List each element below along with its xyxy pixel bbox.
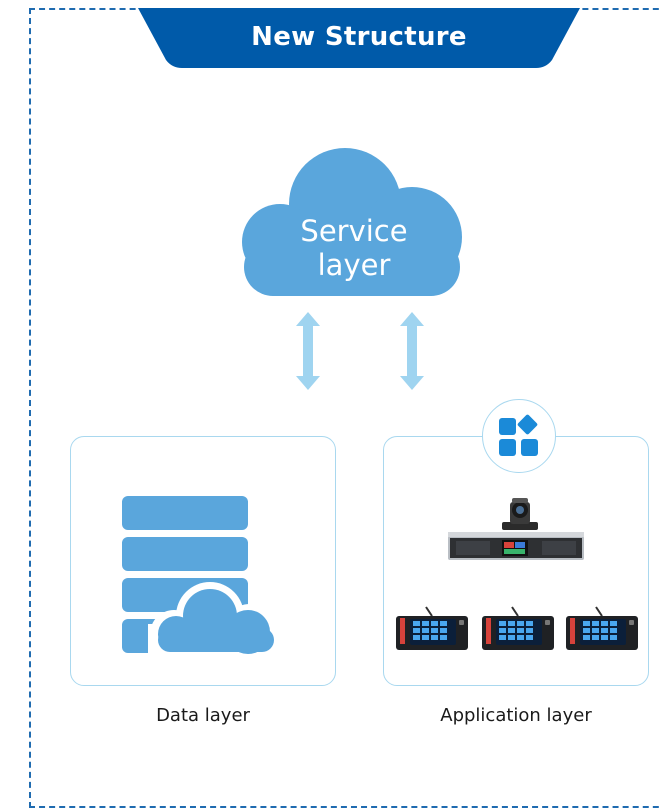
database-icon [122, 496, 280, 656]
cloud-icon [242, 148, 462, 296]
service-layer-line1: Service [300, 214, 408, 248]
service-layer-line2: layer [317, 248, 391, 282]
conference-host-icon [448, 532, 584, 560]
delegate-unit-icon [396, 606, 468, 650]
arrow-service-data [296, 312, 320, 390]
delegate-unit-icon [566, 606, 638, 650]
app-grid-icon [499, 414, 538, 456]
cloud-overlay-icon [148, 582, 280, 656]
app-badge [482, 399, 556, 473]
application-layer-caption: Application layer [440, 705, 592, 726]
diagram-title: New Structure [251, 22, 467, 52]
ptz-camera-icon [502, 498, 538, 530]
diagram-frame [29, 8, 662, 808]
data-layer-caption: Data layer [156, 705, 250, 726]
title-tab [138, 8, 580, 68]
arrow-service-application [400, 312, 424, 390]
delegate-unit-icon [482, 606, 554, 650]
service-layer-label: Service layer [240, 214, 468, 282]
